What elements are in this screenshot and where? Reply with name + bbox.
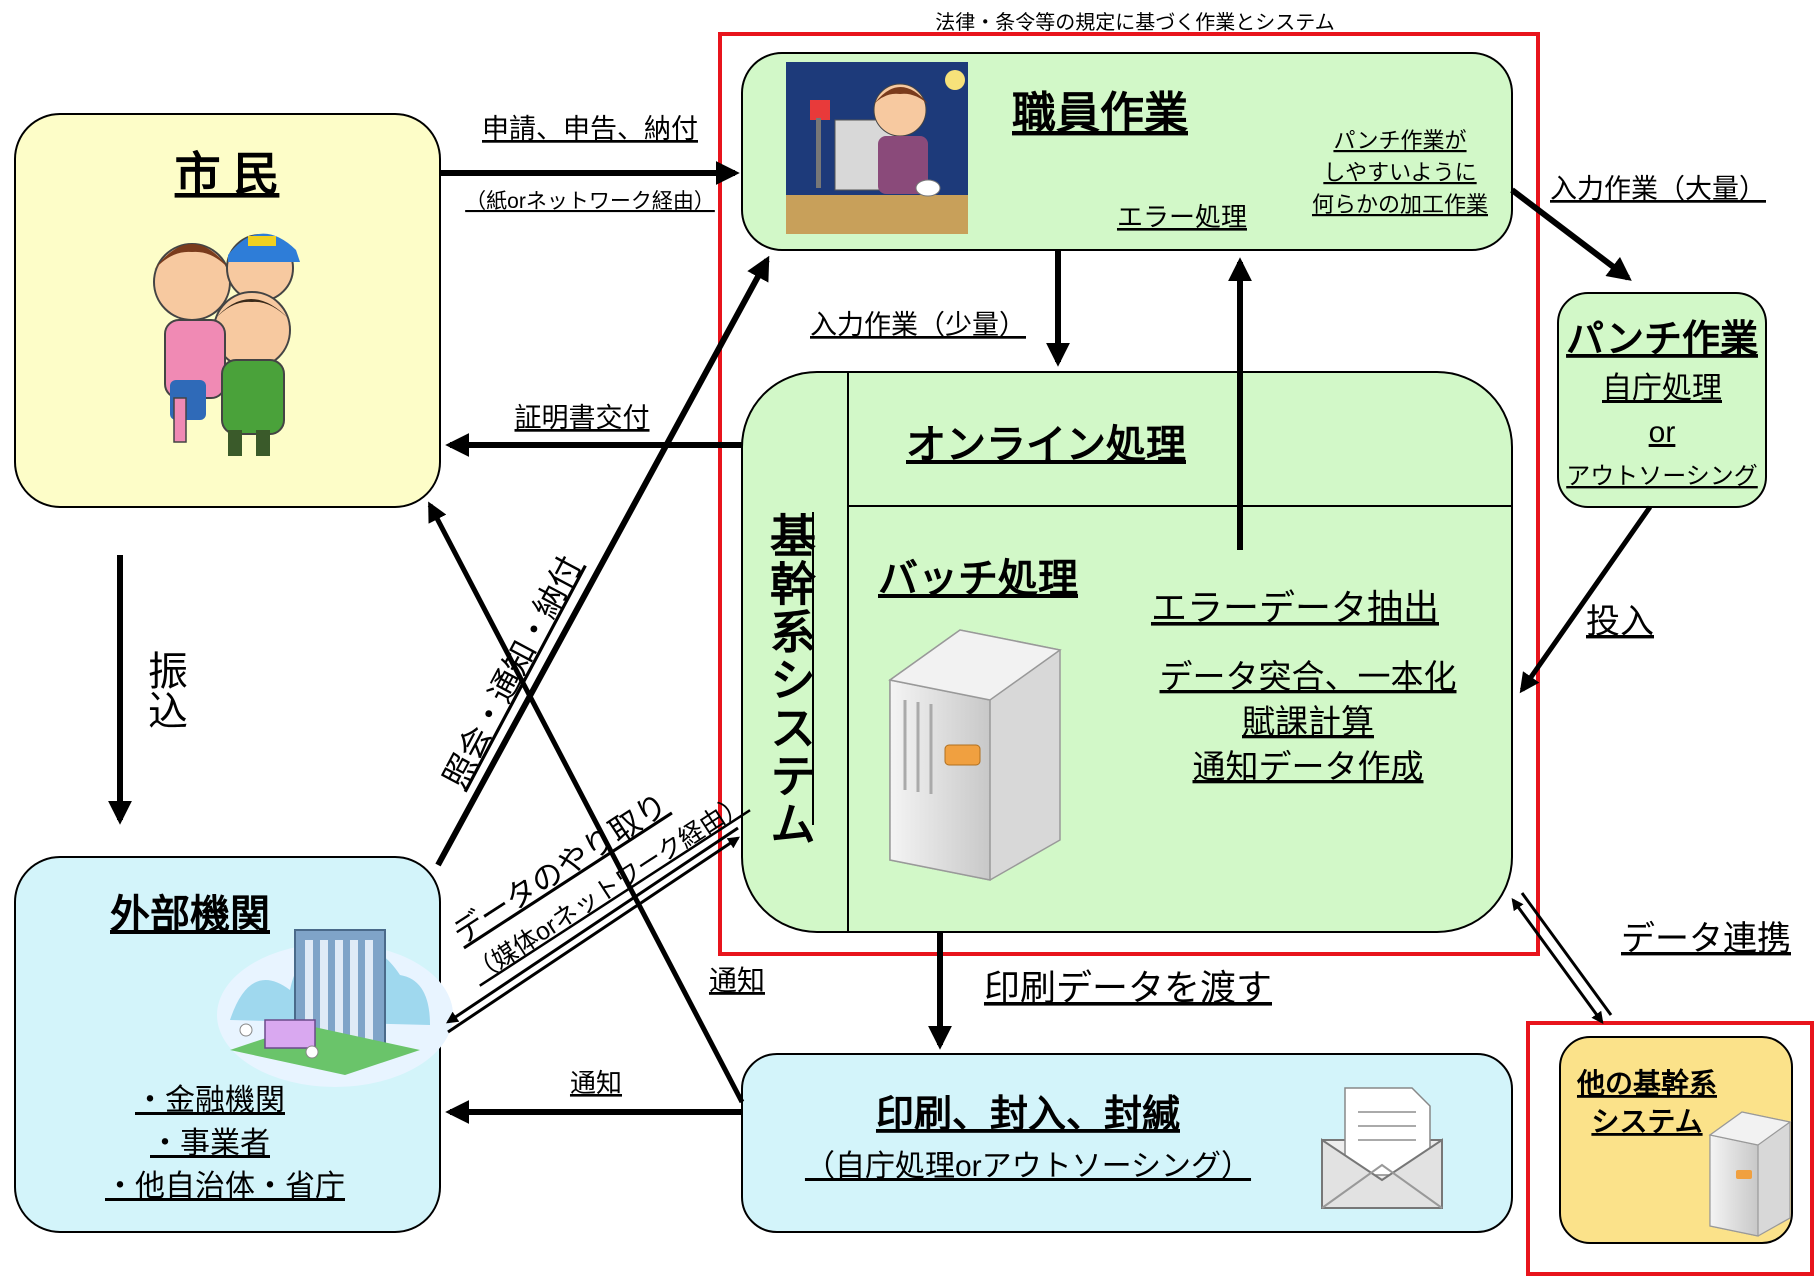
staff-error-label: エラー処理 <box>1117 202 1247 232</box>
other-system-box: 他の基幹系 システム <box>1559 1036 1793 1244</box>
punch-line-2: or <box>1649 416 1676 449</box>
arrow-link-a <box>1511 898 1604 1024</box>
arrow-notify-diagonal <box>427 501 745 1104</box>
arrow-exchange-b <box>447 836 740 1034</box>
label-paper: （紙orネットワーク経由） <box>465 190 715 213</box>
staff-note-3: 何らかの加工作業 <box>1312 192 1488 217</box>
print-title: 印刷、封入、封緘 <box>876 1094 1180 1136</box>
envelope-icon <box>1321 1087 1443 1209</box>
arrow-inquiry <box>435 255 770 867</box>
arrows <box>108 161 1653 1124</box>
other-system-frame <box>1526 1021 1814 1276</box>
print-subtitle: （自庁処理orアウトソーシング） <box>805 1150 1251 1183</box>
punch-line-1: 自庁処理 <box>1602 372 1722 405</box>
staff-note-1: パンチ作業が <box>1333 128 1466 153</box>
external-title: 外部機関 <box>110 893 270 937</box>
label-input-small: 入力作業（少量） <box>810 310 1026 340</box>
arrow-toonyu <box>1519 505 1653 694</box>
server-icon-small <box>1708 1111 1792 1237</box>
label-furikomi: 振込 <box>142 650 187 730</box>
label-certificate: 証明書交付 <box>515 403 650 433</box>
punch-title: パンチ作業 <box>1566 319 1758 361</box>
external-item-3: ・他自治体・省庁 <box>105 1170 345 1203</box>
online-processing-label: オンライン処理 <box>906 423 1186 467</box>
punch-box: パンチ作業 自庁処理 or アウトソーシング <box>1557 292 1767 508</box>
server-icon <box>888 629 1062 881</box>
label-input-large: 入力作業（大量） <box>1550 174 1766 204</box>
staff-note-2: しやすいように <box>1323 160 1476 185</box>
staff-box: 職員作業 パンチ作業が しやすいように 何らかの加工作業 エラー処理 <box>741 52 1513 251</box>
external-item-2: ・事業者 <box>150 1127 270 1160</box>
citizen-box: 市 民 <box>14 113 441 508</box>
label-notify-bottom: 通知 <box>570 1068 622 1098</box>
other-system-title-2: システム <box>1591 1106 1702 1137</box>
staff-title: 職員作業 <box>1012 89 1188 138</box>
staff-illustration <box>786 62 968 234</box>
batch-processing-label: バッチ処理 <box>878 557 1078 601</box>
label-inquiry: 照会・通知・納付 <box>436 550 588 793</box>
print-box: 印刷、封入、封緘 （自庁処理orアウトソーシング） <box>741 1053 1513 1233</box>
other-system-title: 他の基幹系 <box>1576 1067 1717 1099</box>
arrow-exchange-a <box>446 826 739 1024</box>
label-link: データ連携 <box>1621 920 1791 958</box>
family-illustration <box>153 233 300 456</box>
label-apply: 申請、申告、納付 <box>482 114 698 144</box>
building-illustration <box>217 929 453 1087</box>
error-extract-label: エラーデータ抽出 <box>1151 587 1439 628</box>
label-notify-diagonal: 通知 <box>709 965 765 996</box>
arrow-link-b <box>1520 892 1613 1016</box>
external-box: 外部機関 ・金融機関 ・事業者 ・他自治体・省庁 <box>14 856 453 1233</box>
label-print-data: 印刷データを渡す <box>984 967 1272 1008</box>
regulation-frame <box>718 32 1540 956</box>
header-title: 法律・条令等の規定に基づく作業とシステム <box>935 11 1334 34</box>
core-task-2: 賦課計算 <box>1242 703 1374 740</box>
punch-line-3: アウトソーシング <box>1566 463 1758 490</box>
core-system-box: 基幹系システム オンライン処理 バッチ処理 エラーデータ抽出 データ突合、一本化… <box>741 371 1513 933</box>
citizen-title: 市 民 <box>175 148 280 200</box>
core-vertical-title: 基幹系システム <box>764 512 816 848</box>
external-item-1: ・金融機関 <box>135 1084 285 1117</box>
arrow-input-large <box>1510 187 1632 281</box>
label-toonyu: 投入 <box>1586 603 1654 641</box>
core-task-3: 通知データ作成 <box>1193 748 1424 785</box>
core-task-1: データ突合、一本化 <box>1160 658 1457 695</box>
